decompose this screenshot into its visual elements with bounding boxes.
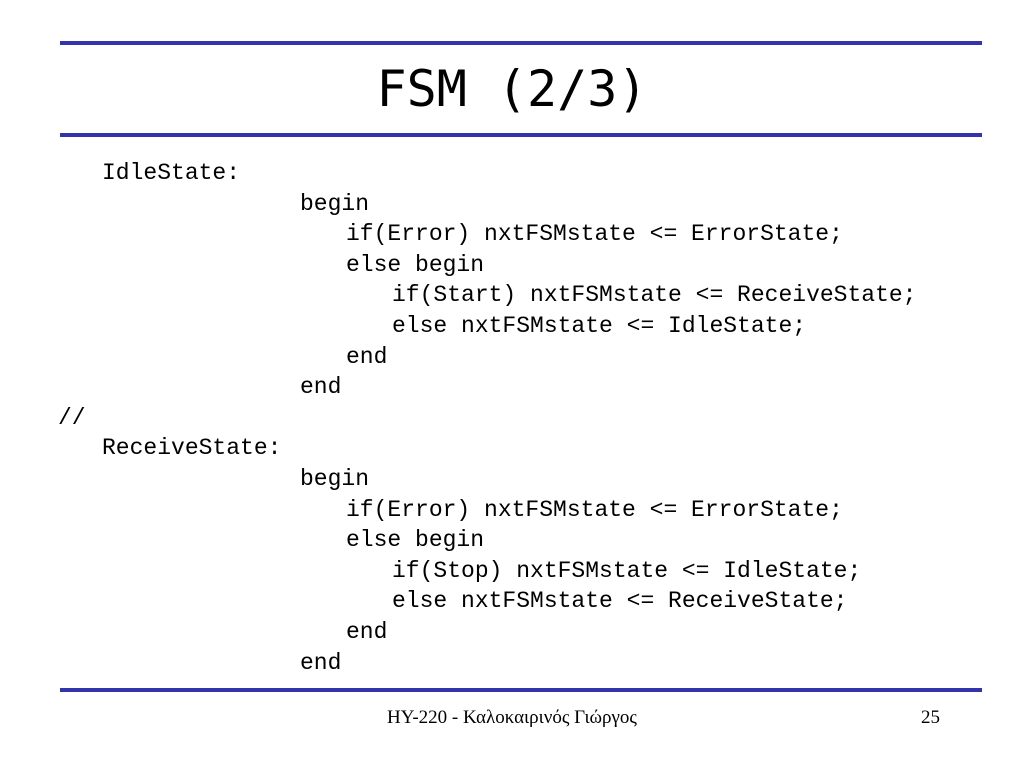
slide-title: FSM (2/3) [376,60,648,118]
code-line-text: else begin [346,527,485,554]
code-line-text: begin [300,465,370,492]
code-line-text: IdleState: [102,160,241,186]
code-line: end [0,648,1024,679]
code-line-text: if(Stop) nxtFSMstate <= IdleState; [392,557,862,584]
code-line-text: end [346,618,388,645]
code-line: begin [0,189,1024,220]
code-line: end [0,342,1024,373]
code-line-text: end [300,374,342,401]
code-line-text: // [58,404,86,431]
code-line: end [0,372,1024,403]
code-line-text: else nxtFSMstate <= ReceiveState; [392,588,848,615]
code-line-text: begin [300,190,370,217]
page-number: 25 [921,707,940,728]
code-line-text: if(Error) nxtFSMstate <= ErrorState; [346,221,843,248]
code-line-text: end [346,343,388,370]
code-line: else begin [0,525,1024,556]
code-line: else nxtFSMstate <= IdleState; [0,311,1024,342]
code-line: if(Error) nxtFSMstate <= ErrorState; [0,495,1024,526]
footer-rule [60,688,982,692]
code-line: if(Stop) nxtFSMstate <= IdleState; [0,556,1024,587]
code-line: else nxtFSMstate <= ReceiveState; [0,586,1024,617]
code-line: begin [0,464,1024,495]
code-line: else begin [0,250,1024,281]
code-line-text: if(Start) nxtFSMstate <= ReceiveState; [392,282,917,309]
code-line: if(Start) nxtFSMstate <= ReceiveState; [0,280,1024,311]
code-block: IdleState: begin if(Error) nxtFSMstate <= … [0,158,1024,678]
code-line-text: if(Error) nxtFSMstate <= ErrorState; [346,496,843,523]
code-line-text: else nxtFSMstate <= IdleState; [392,312,807,339]
code-line: IdleState: [0,158,1024,189]
footer-course: HY-220 - Καλοκαιρινός Γιώργος [387,707,637,728]
code-line: ReceiveState: [0,433,1024,464]
code-line: end [0,617,1024,648]
code-line-text: else begin [346,251,485,278]
code-line-text: ReceiveState: [102,435,282,462]
code-line-text: end [300,649,342,676]
title-rule [60,133,982,137]
code-line: if(Error) nxtFSMstate <= ErrorState; [0,219,1024,250]
top-rule [60,41,982,45]
code-line: // [0,403,1024,434]
